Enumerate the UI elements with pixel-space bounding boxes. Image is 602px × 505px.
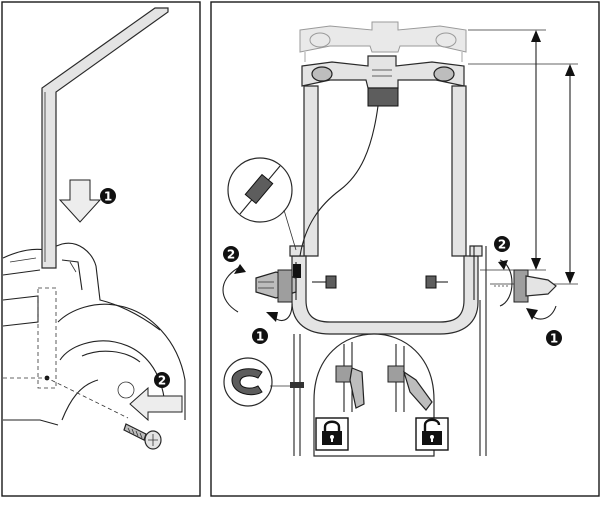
mower-housing: [2, 242, 161, 426]
screw-arrow: [129, 386, 183, 422]
cable-connector-detail: [227, 157, 297, 251]
rotate-arrow-left: [222, 267, 239, 313]
step-number-1: 1: [100, 188, 116, 204]
lower-rods: [293, 246, 487, 456]
lower-u-frame: [289, 245, 483, 335]
upper-handle-raised: [299, 21, 467, 62]
right-panel: 2 1 2 1: [210, 1, 600, 497]
cable: [299, 105, 379, 257]
step-number-1: 1: [252, 328, 268, 344]
svg-text:1: 1: [550, 332, 558, 346]
insert-arrow: [58, 179, 102, 223]
clamp-lever-right: [494, 269, 557, 303]
step-number-2: 2: [223, 246, 239, 262]
cable-clip-detail: [223, 357, 292, 407]
hidden-tube-outline: [37, 287, 57, 389]
padlock-closed-icon: [315, 417, 349, 451]
padlock-open-icon: [415, 417, 449, 451]
lower-handle-tube: [41, 7, 169, 269]
cable-tie: [290, 382, 304, 388]
step-number-1: 1: [546, 330, 562, 346]
svg-text:2: 2: [227, 248, 235, 262]
screw-icon: [123, 423, 162, 450]
lever-locked: [335, 365, 365, 409]
cable-clip: [293, 264, 301, 278]
svg-text:2: 2: [158, 374, 166, 388]
left-panel: 1 2: [1, 1, 201, 497]
svg-text:2: 2: [498, 238, 506, 252]
bolt-right: [425, 275, 448, 289]
step-number-2: 2: [154, 372, 170, 388]
svg-text:1: 1: [104, 190, 112, 204]
svg-text:1: 1: [256, 330, 264, 344]
step-number-2: 2: [494, 236, 510, 252]
height-dimension: [468, 29, 578, 285]
clamp-lever-left: [255, 269, 297, 303]
screw-alignment-line: [3, 377, 129, 419]
bolt-left: [312, 275, 337, 289]
upper-handle: [301, 55, 465, 107]
lever-unlocked: [387, 365, 433, 411]
switch-box: [367, 87, 399, 107]
